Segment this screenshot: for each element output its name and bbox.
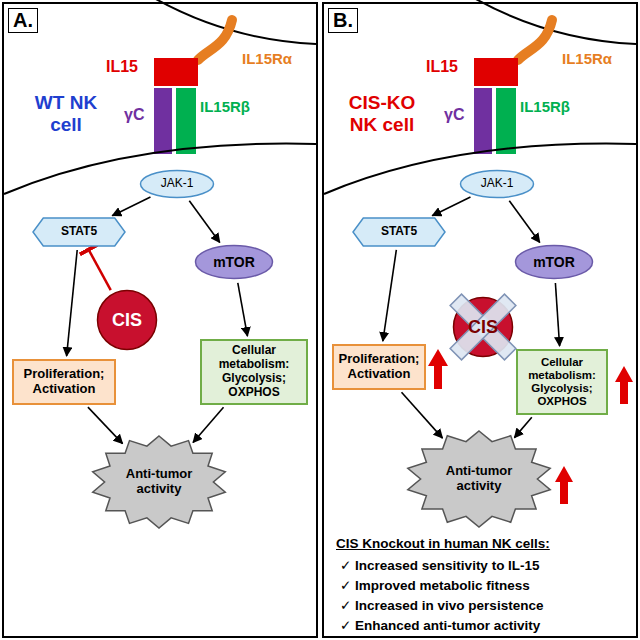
text-wrap: Proliferation; Activation [17,367,111,397]
gamma-c-chain [474,88,492,154]
receptor-art [324,0,636,504]
panel: B. JAK-1STAT5 mTOR CIS Proliferation; Activa… [322,2,638,638]
node-text: JAK-1 [467,177,528,191]
il15rb-chain [176,88,196,154]
signal-arrow [112,197,150,216]
signal-arrow [238,283,248,336]
text-wrap: STAT5 [44,225,115,239]
il15ra-chain [198,20,232,60]
process-box: Proliferation; Activation [12,359,116,405]
text-wrap: Cellular metabolism: Glycolysis; OXPHOS [519,356,605,409]
receptor-label: IL15Rβ [200,98,270,115]
text-wrap: JAK-1 [467,177,528,191]
text-wrap: CIS [458,317,508,338]
signal-arrow [189,201,219,243]
il15ra-chain [518,20,552,60]
node-text: mTOR [204,254,264,270]
inhibitor-circle: CIS [96,289,158,351]
node-text: Proliferation; Activation [336,352,422,382]
signal-arrow [514,417,531,437]
text-wrap: JAK-1 [147,177,208,191]
signal-arrow [555,283,559,346]
inhibitor-circle: CIS [452,296,514,358]
signal-arrow [509,201,539,243]
signal-ellipse: JAK-1 [459,169,535,199]
node-text: Anti-tumor activity [438,464,521,494]
panel: A. JAK-1STAT5 mTOR CIS Proliferation; Activa… [2,2,318,638]
process-box: Cellular metabolism: Glycolysis; OXPHOS [200,339,308,405]
node-text: CIS [458,317,508,338]
node-text: mTOR [524,254,584,270]
outcome-star: Anti-tumor activity [89,434,229,530]
finding-text: ✓ Enhanced anti-tumor activity [340,618,632,634]
panel-letter: A. [8,8,38,33]
receptor-label: WT NK cell [20,92,112,136]
node-text: Cellular metabolism: Glycolysis; OXPHOS [519,356,605,409]
stat-hexagon: STAT5 [352,217,446,247]
il15-cytokine [474,58,518,86]
receptor-art [4,0,316,194]
receptor-label: γC [444,106,472,124]
up-arrow [428,349,448,389]
outcome-star: Anti-tumor activity [404,429,554,529]
process-box: Cellular metabolism: Glycolysis; OXPHOS [516,349,608,415]
node-text: Cellular metabolism: Glycolysis; OXPHOS [204,344,303,399]
node-text: Anti-tumor activity [121,467,198,497]
signal-arrow [88,407,123,443]
signal-ellipse: mTOR [514,244,594,280]
receptor-label: γC [124,106,152,124]
node-text: Proliferation; Activation [17,367,111,397]
receptor-label: IL15Rα [562,50,632,67]
receptor-label: IL15 [426,58,470,76]
receptor-label: IL15Rβ [520,98,590,115]
node-text: STAT5 [44,225,115,239]
finding-text: ✓ Improved metabolic fitness [340,578,632,594]
text-wrap: Proliferation; Activation [336,352,422,382]
text-wrap: Anti-tumor activity [121,467,198,497]
text-wrap: mTOR [204,254,264,270]
signal-arrow [67,250,78,356]
up-arrow [555,466,573,504]
up-arrow [615,366,633,404]
finding-text: CIS Knockout in human NK cells: [336,536,632,552]
finding-text: ✓ Increased sensitivity to IL-15 [340,558,632,574]
signal-arrow [383,250,396,341]
receptor-label: IL15 [106,58,150,76]
text-wrap: CIS [102,310,152,331]
text-wrap: Cellular metabolism: Glycolysis; OXPHOS [204,344,303,399]
signal-arrow [402,392,443,438]
signal-ellipse: mTOR [194,244,274,280]
inhibition-line [89,250,111,291]
node-text: CIS [102,310,152,331]
text-wrap: Anti-tumor activity [438,464,521,494]
signal-arrow [432,197,470,216]
il15-cytokine [154,58,198,86]
text-wrap: STAT5 [364,225,435,239]
text-wrap: mTOR [524,254,584,270]
node-text: STAT5 [364,225,435,239]
receptor-label: CIS-KO NK cell [334,92,430,136]
panel-letter: B. [328,8,358,33]
node-text: JAK-1 [147,177,208,191]
finding-text: ✓ Increased in vivo persistence [340,598,632,614]
process-box: Proliferation; Activation [332,344,426,390]
il15rb-chain [496,88,516,154]
stat-hexagon: STAT5 [32,217,126,247]
signal-arrow [193,407,223,442]
receptor-label: IL15Rα [242,50,312,67]
signal-ellipse: JAK-1 [139,169,215,199]
gamma-c-chain [154,88,172,154]
